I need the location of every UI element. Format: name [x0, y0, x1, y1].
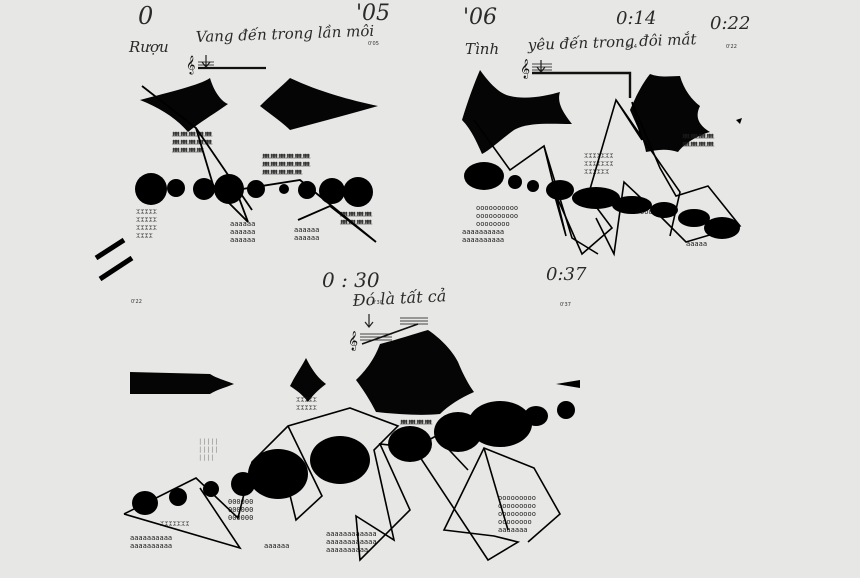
treble-clef-icon: 𝄞: [186, 55, 195, 75]
small-mark-1: 0'05: [368, 41, 379, 47]
svg-text:ᛯᛯᛯᛯᛯᛯᛯ: ᛯᛯᛯᛯᛯᛯᛯ: [584, 160, 613, 168]
svg-text:aaaaaa: aaaaaa: [230, 220, 255, 228]
system-2: ᛯᛯᛯᛯᛯᛯᛯ ᛯᛯᛯᛯᛯᛯᛯ ᛯᛯᛯᛯᛯᛯ ᚙᚙᚙᚙ ᚙᚙᚙᚙ ooooooo…: [462, 70, 742, 257]
svg-text:aaaaaaaaaa: aaaaaaaaaa: [130, 542, 172, 550]
black-shape: [290, 358, 326, 402]
blob-row: [464, 162, 740, 239]
svg-text:ᛯᛯᛯᛯᛯᛯᛯ: ᛯᛯᛯᛯᛯᛯᛯ: [160, 520, 189, 528]
glyph-cluster: ᛯᛯᛯᛯᛯᛯᛯ ᛯᛯᛯᛯᛯᛯᛯ ᛯᛯᛯᛯᛯᛯ ᚙᚙᚙᚙ ᚙᚙᚙᚙ ooooooo…: [462, 133, 715, 248]
svg-text:ooooooooo: ooooooooo: [498, 494, 536, 502]
svg-text:aaaaaaa: aaaaaaa: [498, 526, 528, 534]
svg-text:aaaaaaaaaa: aaaaaaaaaa: [326, 546, 368, 554]
black-shape: [630, 74, 710, 152]
svg-text:aaaaaaaaaa: aaaaaaaaaa: [130, 534, 172, 542]
lyric-line-3: Đó là tất cả: [351, 286, 446, 310]
lyric-line-1: Vang đến trong lần môi: [196, 22, 375, 46]
lyric-tinh: Tình: [465, 40, 499, 58]
svg-text:ᛁᛁᛁᛁᛁ: ᛁᛁᛁᛁᛁ: [198, 446, 219, 454]
timemark-014: 0:14: [616, 8, 656, 29]
svg-text:ᛯᛯᛯᛯᛯᛯᛯ: ᛯᛯᛯᛯᛯᛯᛯ: [584, 152, 613, 160]
svg-text:oooooooo: oooooooo: [498, 518, 532, 526]
svg-text:ᚙᚙᚙᚙᚙ: ᚙᚙᚙᚙᚙ: [171, 139, 213, 148]
svg-text:ᛯᛯᛯᛯᛯ: ᛯᛯᛯᛯᛯ: [136, 216, 157, 224]
svg-text:ᛯᛯᛯᛯᛯ: ᛯᛯᛯᛯᛯ: [296, 404, 317, 412]
svg-text:ᚙᚙᚙᚙᚙ: ᚙᚙᚙᚙᚙ: [261, 169, 303, 178]
svg-text:oooooooo: oooooooo: [476, 220, 510, 228]
small-mark-2: 0'14: [626, 44, 637, 50]
svg-text:ᚙᚙᚙᚙ: ᚙᚙᚙᚙ: [339, 219, 373, 228]
system-1: ᚙᚙᚙᚙᚙ ᚙᚙᚙᚙᚙ ᚙᚙᚙᚙ ᚙᚙᚙᚙᚙᚙ ᚙᚙᚙᚙᚙᚙ ᚙᚙᚙᚙᚙ ᛯᛯᛯ…: [135, 78, 378, 244]
black-shape: [260, 78, 378, 130]
timemark-022: 0:22: [710, 13, 750, 34]
svg-text:aaaaaa: aaaaaa: [264, 542, 289, 550]
svg-text:aaaaa: aaaaa: [686, 240, 707, 248]
marker: [736, 118, 742, 124]
black-shape: [356, 330, 474, 415]
svg-text:aaaaaa: aaaaaa: [230, 236, 255, 244]
svg-text:ᚙᚙᚙᚙᚙ: ᚙᚙᚙᚙᚙ: [171, 131, 213, 140]
black-shape: [462, 70, 572, 154]
svg-text:ᛯᛯᛯᛯ: ᛯᛯᛯᛯ: [136, 232, 153, 240]
connecting-lines: [473, 98, 742, 257]
blob-row: [132, 401, 575, 515]
svg-text:aaaaaaaaaaaa: aaaaaaaaaaaa: [326, 530, 377, 538]
svg-text:ooooooooo: ooooooooo: [498, 502, 536, 510]
svg-text:oooo: oooo: [640, 208, 657, 216]
svg-text:oooooooooo: oooooooooo: [476, 212, 518, 220]
svg-text:ᛯᛯᛯᛯᛯ: ᛯᛯᛯᛯᛯ: [296, 396, 317, 404]
svg-text:aaaaaa: aaaaaa: [294, 226, 319, 234]
svg-text:ᚙᚙᚙᚙ: ᚙᚙᚙᚙ: [339, 211, 373, 220]
svg-text:ᚙᚙᚙᚙ: ᚙᚙᚙᚙ: [171, 147, 205, 156]
svg-text:ᚙᚙᚙᚙ: ᚙᚙᚙᚙ: [681, 133, 715, 142]
timemark-030: 0 : 30: [322, 268, 380, 292]
timemark-05: '05: [356, 1, 390, 26]
treble-clef-icon: 𝄞: [520, 59, 530, 79]
svg-text:aaaaaa: aaaaaa: [230, 228, 255, 236]
timemark-06: '06: [463, 5, 497, 30]
timemark-037: 0:37: [546, 264, 587, 285]
system-3: ᛯᛯᛯᛯᛯ ᛯᛯᛯᛯᛯ ᚙᚙᚙᚙ ᛁᛁᛁᛁᛁ ᛁᛁᛁᛁᛁ ᛁᛁᛁᛁ 000000…: [123, 330, 580, 562]
small-mark-6: 0'37: [560, 302, 571, 308]
double-bar-icon: [94, 237, 134, 282]
svg-text:000000: 000000: [228, 514, 253, 522]
svg-text:aaaaaa: aaaaaa: [294, 234, 319, 242]
black-shape: [130, 372, 234, 394]
svg-text:ᚙᚙᚙᚙ: ᚙᚙᚙᚙ: [681, 141, 715, 150]
svg-text:ooooooooo: ooooooooo: [498, 510, 536, 518]
svg-text:ᛁᛁᛁᛁᛁ: ᛁᛁᛁᛁᛁ: [198, 438, 219, 446]
small-mark-3: 0'22: [726, 44, 737, 50]
timemark-0: 0: [138, 2, 153, 30]
glyph-cluster: ᛯᛯᛯᛯᛯ ᛯᛯᛯᛯᛯ ᚙᚙᚙᚙ ᛁᛁᛁᛁᛁ ᛁᛁᛁᛁᛁ ᛁᛁᛁᛁ 000000…: [130, 396, 536, 554]
svg-text:ᛯᛯᛯᛯᛯᛯ: ᛯᛯᛯᛯᛯᛯ: [584, 168, 609, 176]
staff-3: [360, 317, 428, 345]
black-shape: [140, 78, 228, 132]
marker: [556, 380, 580, 388]
staff-1: [198, 61, 266, 70]
blob-row: [135, 173, 373, 207]
small-mark-4: 0'22: [131, 299, 142, 305]
staff-2: [532, 63, 632, 98]
svg-text:000000: 000000: [228, 498, 253, 506]
svg-text:aaaaaaaaaa: aaaaaaaaaa: [462, 228, 504, 236]
lyric-line-2: yêu đến trong đôi mắt: [527, 30, 698, 54]
connecting-lines: [123, 407, 562, 562]
svg-text:ᚙᚙᚙᚙ: ᚙᚙᚙᚙ: [399, 419, 433, 428]
svg-text:ᛯᛯᛯᛯᛯ: ᛯᛯᛯᛯᛯ: [136, 208, 157, 216]
svg-text:ᚙᚙᚙᚙᚙᚙ: ᚙᚙᚙᚙᚙᚙ: [261, 161, 311, 170]
glyph-cluster: ᚙᚙᚙᚙᚙ ᚙᚙᚙᚙᚙ ᚙᚙᚙᚙ ᚙᚙᚙᚙᚙᚙ ᚙᚙᚙᚙᚙᚙ ᚙᚙᚙᚙᚙ ᛯᛯᛯ…: [136, 131, 373, 244]
small-mark-5: 0'30: [372, 300, 383, 306]
treble-clef-icon: 𝄞: [348, 331, 358, 351]
svg-text:ᛁᛁᛁᛁ: ᛁᛁᛁᛁ: [198, 454, 215, 462]
svg-text:ᛯᛯᛯᛯᛯ: ᛯᛯᛯᛯᛯ: [136, 224, 157, 232]
lyric-ruou: Rượu: [128, 38, 169, 56]
svg-text:oooooooooo: oooooooooo: [476, 204, 518, 212]
svg-text:ᚙᚙᚙᚙᚙᚙ: ᚙᚙᚙᚙᚙᚙ: [261, 153, 311, 162]
svg-text:aaaaaaaaaa: aaaaaaaaaa: [462, 236, 504, 244]
svg-text:aaaaaaaaaaaa: aaaaaaaaaaaa: [326, 538, 377, 546]
